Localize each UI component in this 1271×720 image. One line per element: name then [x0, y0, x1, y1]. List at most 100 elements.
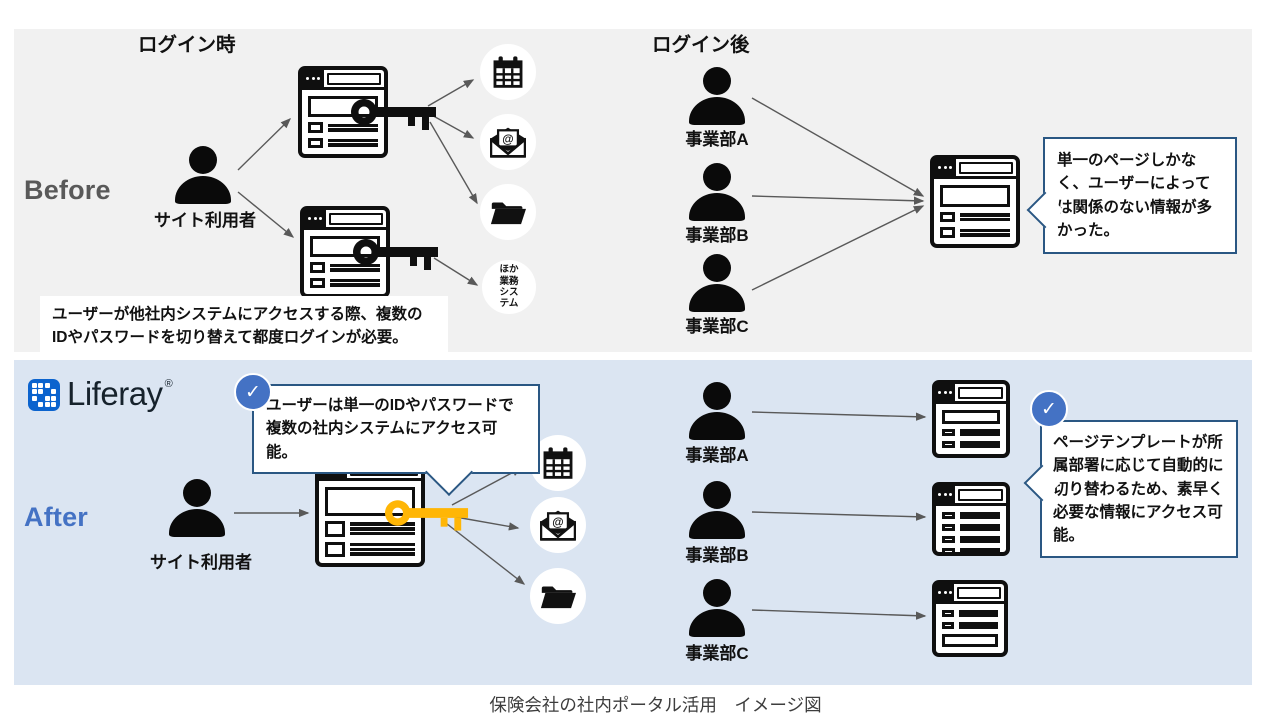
browser-window [300, 206, 390, 298]
person-head [703, 579, 731, 607]
person-head [703, 481, 731, 509]
arrow [751, 205, 925, 291]
after-sso-bubble: ユーザーは単一のIDやパスワードで複数の社内システムにアクセス可能。 [252, 384, 540, 496]
content-text-lines [328, 122, 378, 132]
division-a-icon [689, 67, 745, 125]
after-section-label: After [24, 502, 89, 532]
content-thumbnail [942, 524, 955, 531]
content-text-lines [330, 278, 380, 288]
mail-system: @ [480, 114, 536, 170]
folder-system [480, 184, 536, 240]
arrow [427, 112, 475, 139]
content-text-lines [959, 548, 1000, 555]
content-row [325, 541, 415, 557]
window-dots-icon [934, 159, 957, 176]
before-note: ユーザーが他社内システムにアクセスする際、複数のIDやパスワードを切り替えて都度… [40, 296, 448, 357]
check-badge: ✓ [1030, 390, 1068, 428]
window-dots-icon [936, 384, 955, 401]
person-head [183, 479, 211, 507]
content-text-lines [328, 138, 378, 148]
content-row [942, 622, 998, 629]
address-bar [957, 386, 1003, 399]
arrow-group [234, 79, 927, 620]
content-text-lines [959, 429, 1000, 436]
division-b-icon [689, 481, 745, 539]
site-user-label: サイト利用者 [150, 553, 252, 572]
division-a-label: 事業部A [685, 446, 749, 465]
division-c-icon [689, 254, 745, 312]
content-thumbnail [308, 122, 324, 133]
arrow [751, 97, 925, 197]
content-row [942, 610, 998, 617]
browser-content [936, 604, 1004, 653]
content-text-lines [959, 524, 1000, 531]
content-thumbnail [942, 512, 955, 519]
browser-content [936, 404, 1006, 454]
division-c-label: 事業部C [685, 644, 749, 663]
person-body [689, 193, 745, 221]
browser-window [932, 580, 1008, 657]
registered-mark: ® [164, 378, 173, 390]
window-dots-icon [936, 486, 955, 503]
arrow [449, 515, 520, 531]
address-bar [329, 212, 383, 225]
browser-titlebar [936, 584, 1004, 604]
hero-block [310, 236, 380, 258]
content-text-lines [349, 521, 415, 536]
arrow [237, 118, 291, 171]
address-bar [327, 72, 381, 85]
liferay-wordmark: Liferay [67, 375, 163, 412]
login-time-heading: ログイン時 [138, 34, 236, 56]
content-text-lines [959, 622, 998, 629]
site-user-label: サイト利用者 [154, 211, 256, 230]
content-row [942, 524, 1000, 531]
browser-content [302, 90, 384, 154]
browser-titlebar [302, 70, 384, 90]
bubble-text: 単一のページしかなく、ユーザーによっては関係のない情報が多かった。 [1057, 152, 1213, 239]
folder-icon [540, 586, 576, 609]
content-row [942, 512, 1000, 519]
content-thumbnail [942, 441, 955, 448]
login-after-heading: ログイン後 [652, 34, 750, 56]
check-icon: ✓ [1041, 398, 1057, 420]
division-a-label: 事業部A [685, 130, 749, 149]
content-row [942, 548, 1000, 555]
division-b-icon [689, 163, 745, 221]
content-thumbnail [942, 622, 955, 629]
browser-content [319, 481, 421, 563]
arrow [751, 609, 927, 620]
person-body [689, 97, 745, 125]
content-row [940, 211, 1010, 223]
content-thumbnail [310, 262, 326, 273]
division-b-label: 事業部B [685, 546, 749, 565]
content-thumbnail [942, 536, 955, 543]
person-head [703, 382, 731, 410]
browser-titlebar [934, 159, 1016, 179]
browser-titlebar [304, 210, 386, 230]
window-dots-icon [302, 70, 325, 87]
window-dots-icon [304, 210, 327, 227]
content-row [942, 429, 1000, 436]
person-head [189, 146, 217, 174]
content-text-lines [959, 512, 1000, 519]
arrow [441, 519, 526, 585]
at-sign: @ [502, 133, 513, 146]
arrow [751, 195, 925, 205]
address-bar [957, 586, 1001, 599]
site-user-icon [175, 146, 231, 204]
calendar-system [480, 44, 536, 100]
hero-block [325, 487, 415, 517]
arrow [451, 467, 523, 506]
division-b-label: 事業部B [685, 226, 749, 245]
arrow [433, 257, 479, 286]
diagram-caption: 保険会社の社内ポータル活用 イメージ図 [489, 695, 822, 715]
hero-block [942, 410, 1000, 424]
division-c-icon [689, 579, 745, 637]
browser-window [930, 155, 1020, 248]
at-sign: @ [552, 516, 563, 529]
content-row [310, 277, 380, 288]
after-template-bubble: ページテンプレートが所属部署に応じて自動的に切り替わるため、素早く必要な情報にア… [1023, 420, 1238, 559]
mail-icon: @ [540, 510, 576, 541]
content-row [308, 122, 378, 133]
